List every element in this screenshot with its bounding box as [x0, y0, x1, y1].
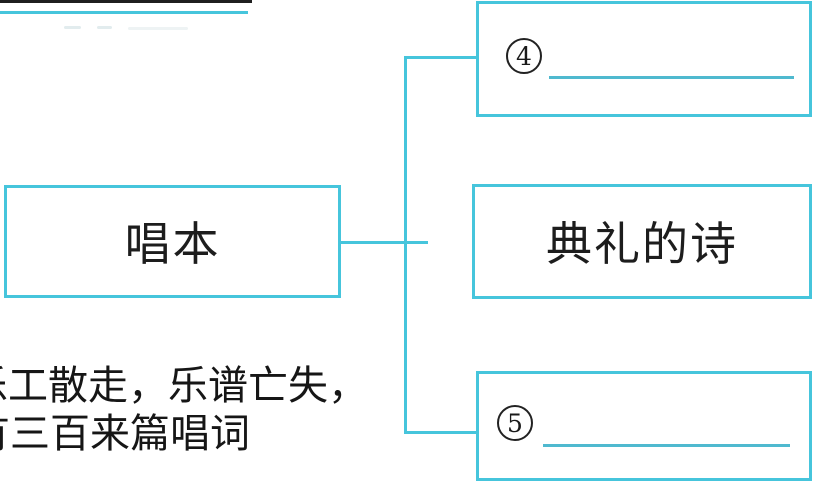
circled-number-5-digit: 5 [507, 408, 523, 438]
faint-scan-artifact [64, 26, 81, 29]
circled-number-4-digit: 4 [516, 41, 532, 71]
circled-number-5-icon: 5 [497, 405, 533, 441]
connector-stub-top [404, 56, 479, 59]
node-dianli-de-shi-label: 典礼的诗 [546, 218, 738, 270]
answer-blank-4 [549, 76, 794, 79]
node-changben: 唱本 [4, 185, 341, 298]
node-blank-5: 5 [476, 371, 812, 481]
node-changben-label: 唱本 [124, 218, 221, 270]
node-dianli-de-shi: 典礼的诗 [472, 184, 812, 299]
top-cyan-rule [0, 11, 248, 14]
circled-number-4-icon: 4 [506, 38, 542, 74]
faint-scan-artifact [128, 27, 188, 30]
connector-from-left-box [338, 241, 428, 244]
connector-trunk-vertical [404, 56, 407, 434]
top-black-rule [0, 0, 252, 3]
answer-blank-5 [543, 444, 790, 447]
faint-scan-artifact [97, 26, 112, 29]
note-line-2: 有三百来篇唱词 [0, 411, 250, 456]
note-line-1: 乐工散走，乐谱亡失， [0, 363, 368, 408]
connector-stub-bottom [404, 431, 479, 434]
note-text-block: 乐工散走，乐谱亡失， 有三百来篇唱词 [0, 358, 392, 463]
node-blank-4: 4 [476, 1, 812, 117]
